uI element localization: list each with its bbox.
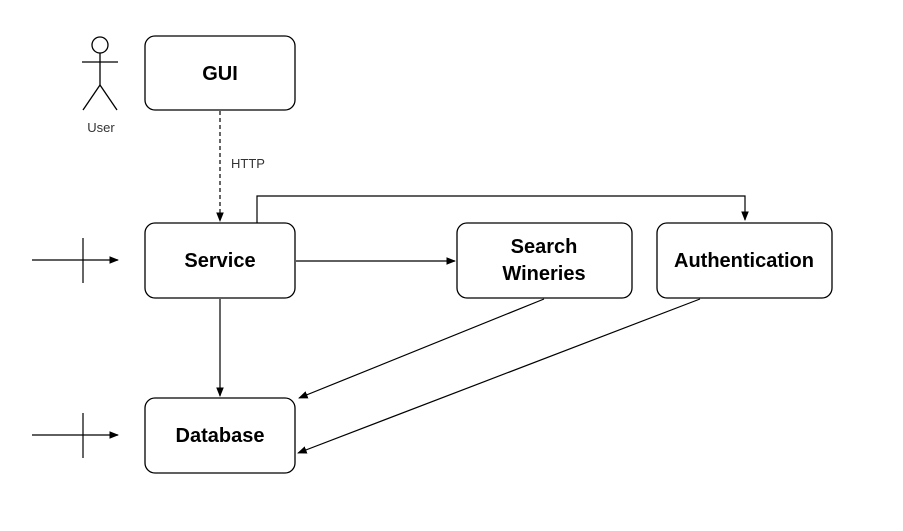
authentication-node: Authentication bbox=[656, 222, 833, 299]
search-to-database-edge bbox=[298, 298, 545, 399]
database-node: Database bbox=[144, 397, 296, 474]
http-edge-label: HTTP bbox=[231, 156, 265, 171]
service-to-auth-edge bbox=[256, 195, 749, 223]
gui-node: GUI bbox=[144, 35, 296, 111]
authentication-label: Authentication bbox=[674, 250, 814, 272]
service-label: Service bbox=[184, 250, 255, 272]
search-label-line1: Search bbox=[511, 236, 578, 258]
gui-label: GUI bbox=[202, 63, 238, 85]
user-actor-icon bbox=[82, 36, 118, 111]
service-input-edge bbox=[32, 238, 119, 283]
service-node: Service bbox=[144, 222, 296, 299]
database-label: Database bbox=[176, 425, 265, 447]
user-label: User bbox=[87, 120, 115, 135]
database-input-edge bbox=[32, 413, 119, 458]
search-wineries-node: Search Wineries bbox=[456, 222, 633, 299]
search-label-line2: Wineries bbox=[502, 263, 585, 285]
auth-to-database-edge bbox=[297, 298, 701, 454]
